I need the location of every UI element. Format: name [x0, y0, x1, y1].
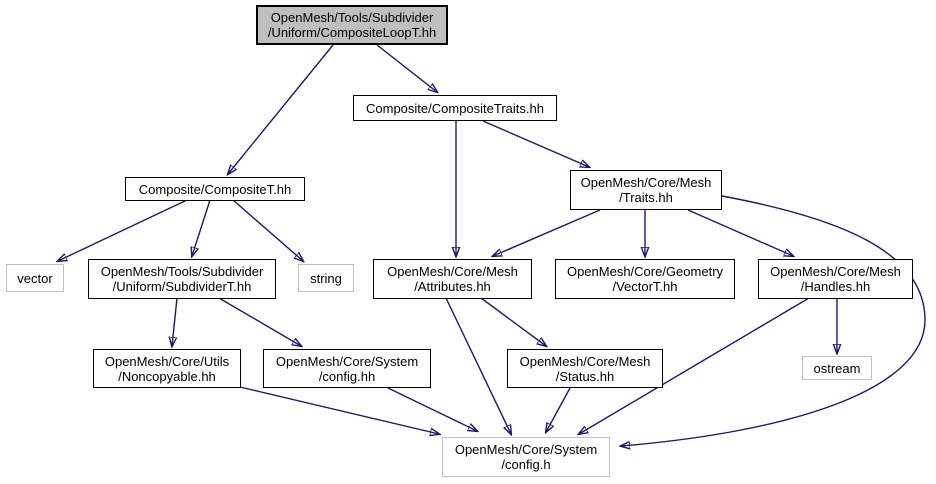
- node-vector: vector: [6, 264, 64, 292]
- node-noncopyable[interactable]: OpenMesh/Core/Utils /Noncopyable.hh: [93, 349, 241, 388]
- node-mesh-traits[interactable]: OpenMesh/Core/Mesh /Traits.hh: [570, 170, 722, 210]
- node-vectort[interactable]: OpenMesh/Core/Geometry /VectorT.hh: [555, 259, 735, 299]
- edge-composite-loopt-to-composite-t: [228, 44, 334, 174]
- edge-composite-t-to-vector: [58, 199, 188, 261]
- node-composite-t[interactable]: Composite/CompositeT.hh: [125, 177, 305, 201]
- node-subdividert[interactable]: OpenMesh/Tools/Subdivider /Uniform/Subdi…: [88, 259, 276, 299]
- edge-composite-loopt-to-composite-traits: [376, 44, 437, 92]
- edge-composite-t-to-string: [232, 199, 303, 261]
- edge-composite-t-to-subdividert: [192, 199, 211, 256]
- node-ostream: ostream: [802, 356, 872, 380]
- edge-noncopyable-to-config-h: [239, 386, 439, 434]
- node-composite-traits[interactable]: Composite/CompositeTraits.hh: [353, 95, 557, 121]
- edge-mesh-traits-to-handles: [687, 209, 793, 256]
- node-status[interactable]: OpenMesh/Core/Mesh /Status.hh: [507, 349, 663, 388]
- edge-subdividert-to-noncopyable: [172, 297, 178, 346]
- node-composite-loopt: OpenMesh/Tools/Subdivider /Uniform/Compo…: [256, 5, 448, 45]
- node-config-hh[interactable]: OpenMesh/Core/System /config.hh: [263, 349, 431, 388]
- edge-handles-to-config-h: [579, 297, 810, 434]
- edge-mesh-traits-to-config-h: [621, 195, 926, 446]
- edge-config-hh-to-config-h: [387, 387, 477, 431]
- edge-composite-traits-to-mesh-traits: [482, 120, 589, 167]
- edge-mesh-traits-to-attributes: [493, 209, 601, 256]
- edge-attributes-to-status: [480, 297, 546, 346]
- node-config-h: OpenMesh/Core/System /config.h: [442, 437, 610, 477]
- node-string: string: [298, 264, 354, 292]
- edge-status-to-config-h: [546, 387, 571, 432]
- node-handles[interactable]: OpenMesh/Core/Mesh /Handles.hh: [758, 259, 913, 299]
- edge-subdividert-to-config-hh: [218, 297, 301, 346]
- node-attributes[interactable]: OpenMesh/Core/Mesh /Attributes.hh: [373, 259, 532, 299]
- edge-attributes-to-config-h: [445, 297, 511, 434]
